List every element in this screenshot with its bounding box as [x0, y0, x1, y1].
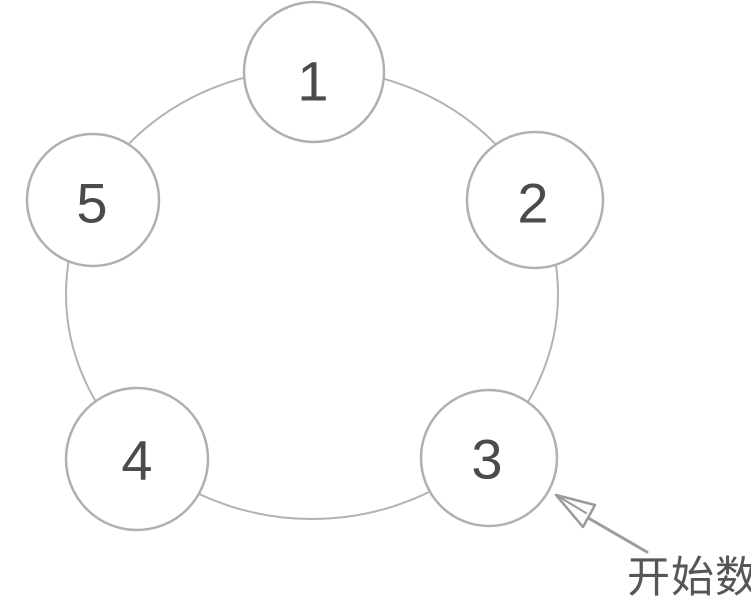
node-label-4: 4: [121, 429, 152, 492]
arrow-head-icon: [554, 493, 597, 529]
node-5: 5: [25, 132, 161, 268]
node-label-1: 1: [297, 50, 328, 113]
node-circle-3: [419, 388, 559, 528]
node-circle-5: [25, 132, 161, 268]
node-2: 2: [465, 130, 605, 270]
node-label-3: 3: [471, 428, 502, 491]
annotation-label: 开始数: [627, 553, 751, 603]
node-circle-2: [465, 130, 605, 270]
arrow-head-fold: [555, 494, 587, 514]
node-label-2: 2: [517, 172, 548, 235]
node-3: 3: [419, 388, 559, 528]
node-4: 4: [64, 386, 210, 532]
node-circle-1: [242, 0, 386, 144]
node-1: 1: [242, 0, 386, 144]
node-label-5: 5: [76, 172, 107, 235]
annotation-arrow: [554, 493, 649, 554]
node-circle-4: [64, 386, 210, 532]
arrow-shaft: [581, 513, 649, 554]
